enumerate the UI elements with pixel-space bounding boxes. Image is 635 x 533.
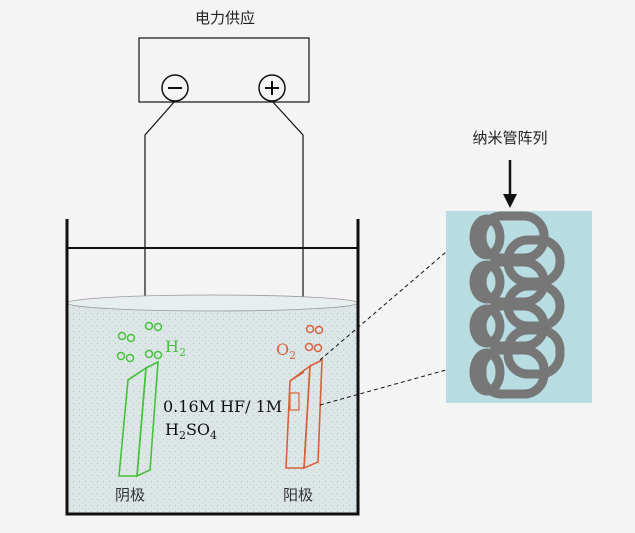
electrolyte-label-line2: H2SO4: [165, 420, 217, 442]
anode-label: 阳极: [283, 486, 313, 504]
anode-wire: [271, 100, 304, 375]
nanotube-array-illustration: [469, 211, 565, 399]
hydrogen-label: H2: [165, 337, 186, 359]
cathode-label: 阴极: [115, 486, 145, 504]
cathode-electrode: [118, 360, 159, 478]
hydrogen-bubbles: [116, 321, 163, 363]
positive-terminal: [258, 74, 286, 102]
nanotube-array-label: 纳米管阵列: [472, 129, 547, 147]
down-arrow-icon: [503, 160, 517, 208]
negative-terminal: [161, 74, 189, 102]
cathode-wire: [144, 100, 176, 375]
oxygen-bubbles: [304, 324, 324, 353]
power-supply-box: [138, 37, 310, 103]
electrolyte-label-line1: 0.16M HF/ 1M: [163, 397, 282, 416]
oxygen-label: O2: [276, 340, 296, 362]
power-supply-label: 电力供应: [195, 9, 255, 27]
anode-electrode: [285, 358, 323, 470]
electrolyte: [67, 297, 358, 514]
beaker: [65, 219, 360, 516]
zoom-line-bottom: [319, 369, 447, 406]
electrolyte-surface: [66, 294, 359, 312]
